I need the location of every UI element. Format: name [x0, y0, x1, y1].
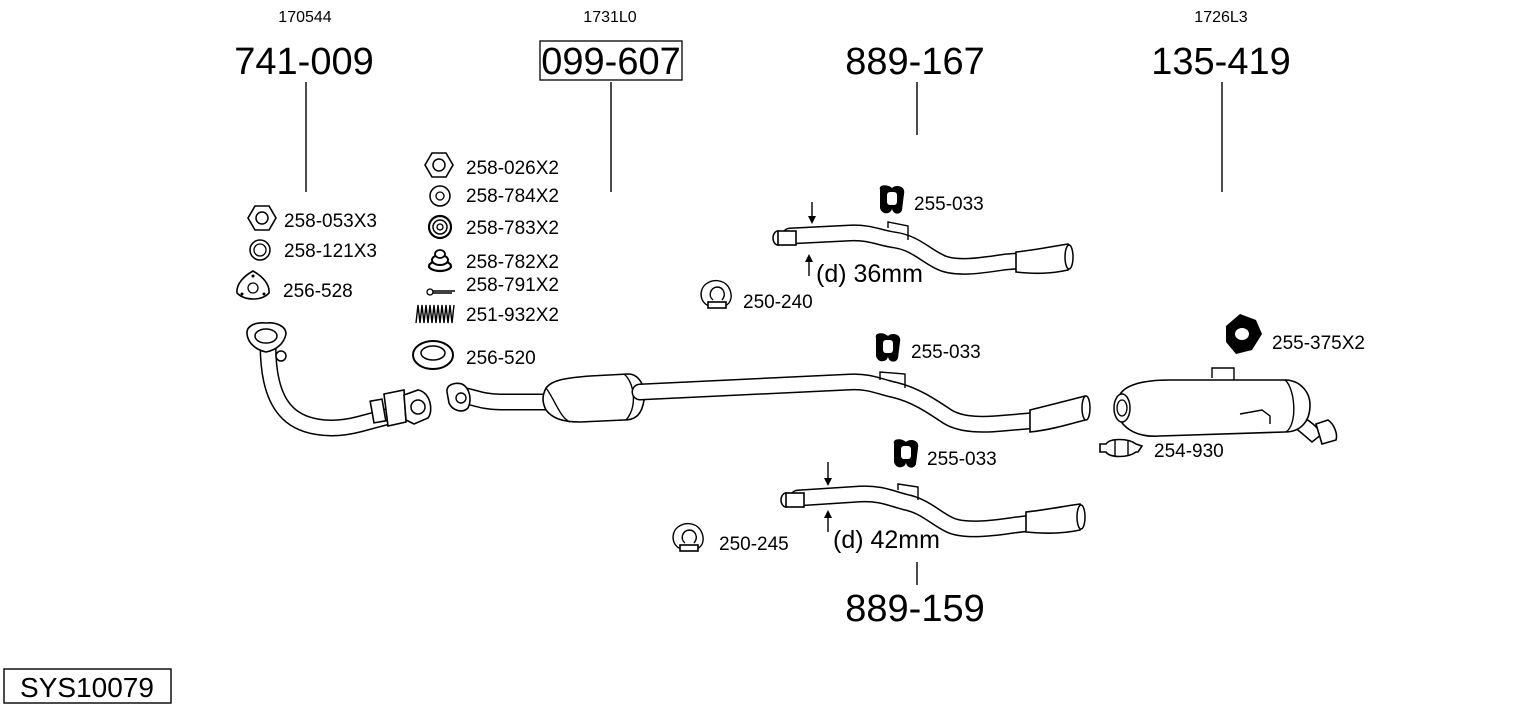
- label-rubber-top[interactable]: 255-033: [914, 194, 984, 215]
- label-washer-121[interactable]: 258-121X3: [284, 241, 377, 262]
- rubber-mount-icon: [1226, 314, 1262, 354]
- label-ring-520[interactable]: 256-520: [466, 348, 536, 369]
- rubber-hanger-icon: [879, 185, 905, 214]
- hex-nut-icon: [424, 152, 454, 178]
- centre-pipe-36-drawing: [772, 202, 1074, 276]
- rubber-hanger-icon: [875, 333, 901, 362]
- rear-silencer-drawing: [1113, 367, 1338, 445]
- spring-icon: [415, 304, 455, 324]
- label-rubber-375[interactable]: 255-375X2: [1272, 333, 1365, 354]
- oem-number-catalyst: 1731L0: [583, 9, 636, 26]
- rubber-hanger-icon: [893, 439, 919, 468]
- label-pin-791[interactable]: 258-791X2: [466, 275, 559, 296]
- label-nut-053[interactable]: 258-053X3: [284, 211, 377, 232]
- oem-number-front-pipe: 170544: [278, 9, 331, 26]
- label-nut-026[interactable]: 258-026X2: [466, 158, 559, 179]
- sealing-ring-icon: [412, 340, 454, 370]
- leader-lines: [305, 82, 1223, 585]
- label-rubber-low[interactable]: 255-033: [927, 449, 997, 470]
- middle-pipe-drawing: [631, 371, 1091, 433]
- part-number-front-pipe[interactable]: 741-009: [234, 41, 373, 83]
- part-number-rear-silencer[interactable]: 135-419: [1151, 41, 1290, 83]
- label-washer-782[interactable]: 258-782X2: [466, 252, 559, 273]
- spring-washer-icon: [427, 214, 453, 240]
- label-washer-784[interactable]: 258-784X2: [466, 186, 559, 207]
- part-number-centre-pipe-36[interactable]: 889-167: [845, 41, 984, 83]
- label-spring-932[interactable]: 251-932X2: [466, 305, 559, 326]
- label-washer-783[interactable]: 258-783X2: [466, 218, 559, 239]
- part-number-catalyst[interactable]: 099-607: [541, 41, 680, 83]
- front-pipe-drawing: [246, 322, 432, 437]
- label-diameter-42: (d) 42mm: [833, 526, 940, 554]
- band-clamp-icon: [1099, 438, 1144, 458]
- flange-gasket-icon: [236, 270, 270, 300]
- split-pin-icon: [426, 288, 455, 296]
- label-clamp-240[interactable]: 250-240: [743, 292, 813, 313]
- catalyst-highlight-box: [539, 40, 683, 81]
- hex-nut-icon: [247, 205, 277, 231]
- label-clamp-245[interactable]: 250-245: [719, 534, 789, 555]
- exhaust-clamp-icon: [700, 279, 732, 309]
- label-clamp-930[interactable]: 254-930: [1154, 441, 1224, 462]
- oem-number-rear-silencer: 1726L3: [1194, 9, 1247, 26]
- label-gasket-528[interactable]: 256-528: [283, 281, 353, 302]
- exhaust-clamp-icon: [672, 522, 704, 552]
- part-number-centre-pipe-42[interactable]: 889-159: [845, 588, 984, 630]
- washer-icon: [249, 239, 271, 261]
- label-rubber-mid[interactable]: 255-033: [911, 342, 981, 363]
- washer-icon: [429, 185, 451, 207]
- system-number: SYS10079: [20, 672, 154, 703]
- catalyst-drawing: [446, 373, 646, 423]
- conical-washer-icon: [427, 249, 453, 273]
- centre-pipe-42-drawing: [780, 462, 1086, 538]
- system-number-box: [3, 668, 172, 704]
- label-diameter-36: (d) 36mm: [816, 260, 923, 288]
